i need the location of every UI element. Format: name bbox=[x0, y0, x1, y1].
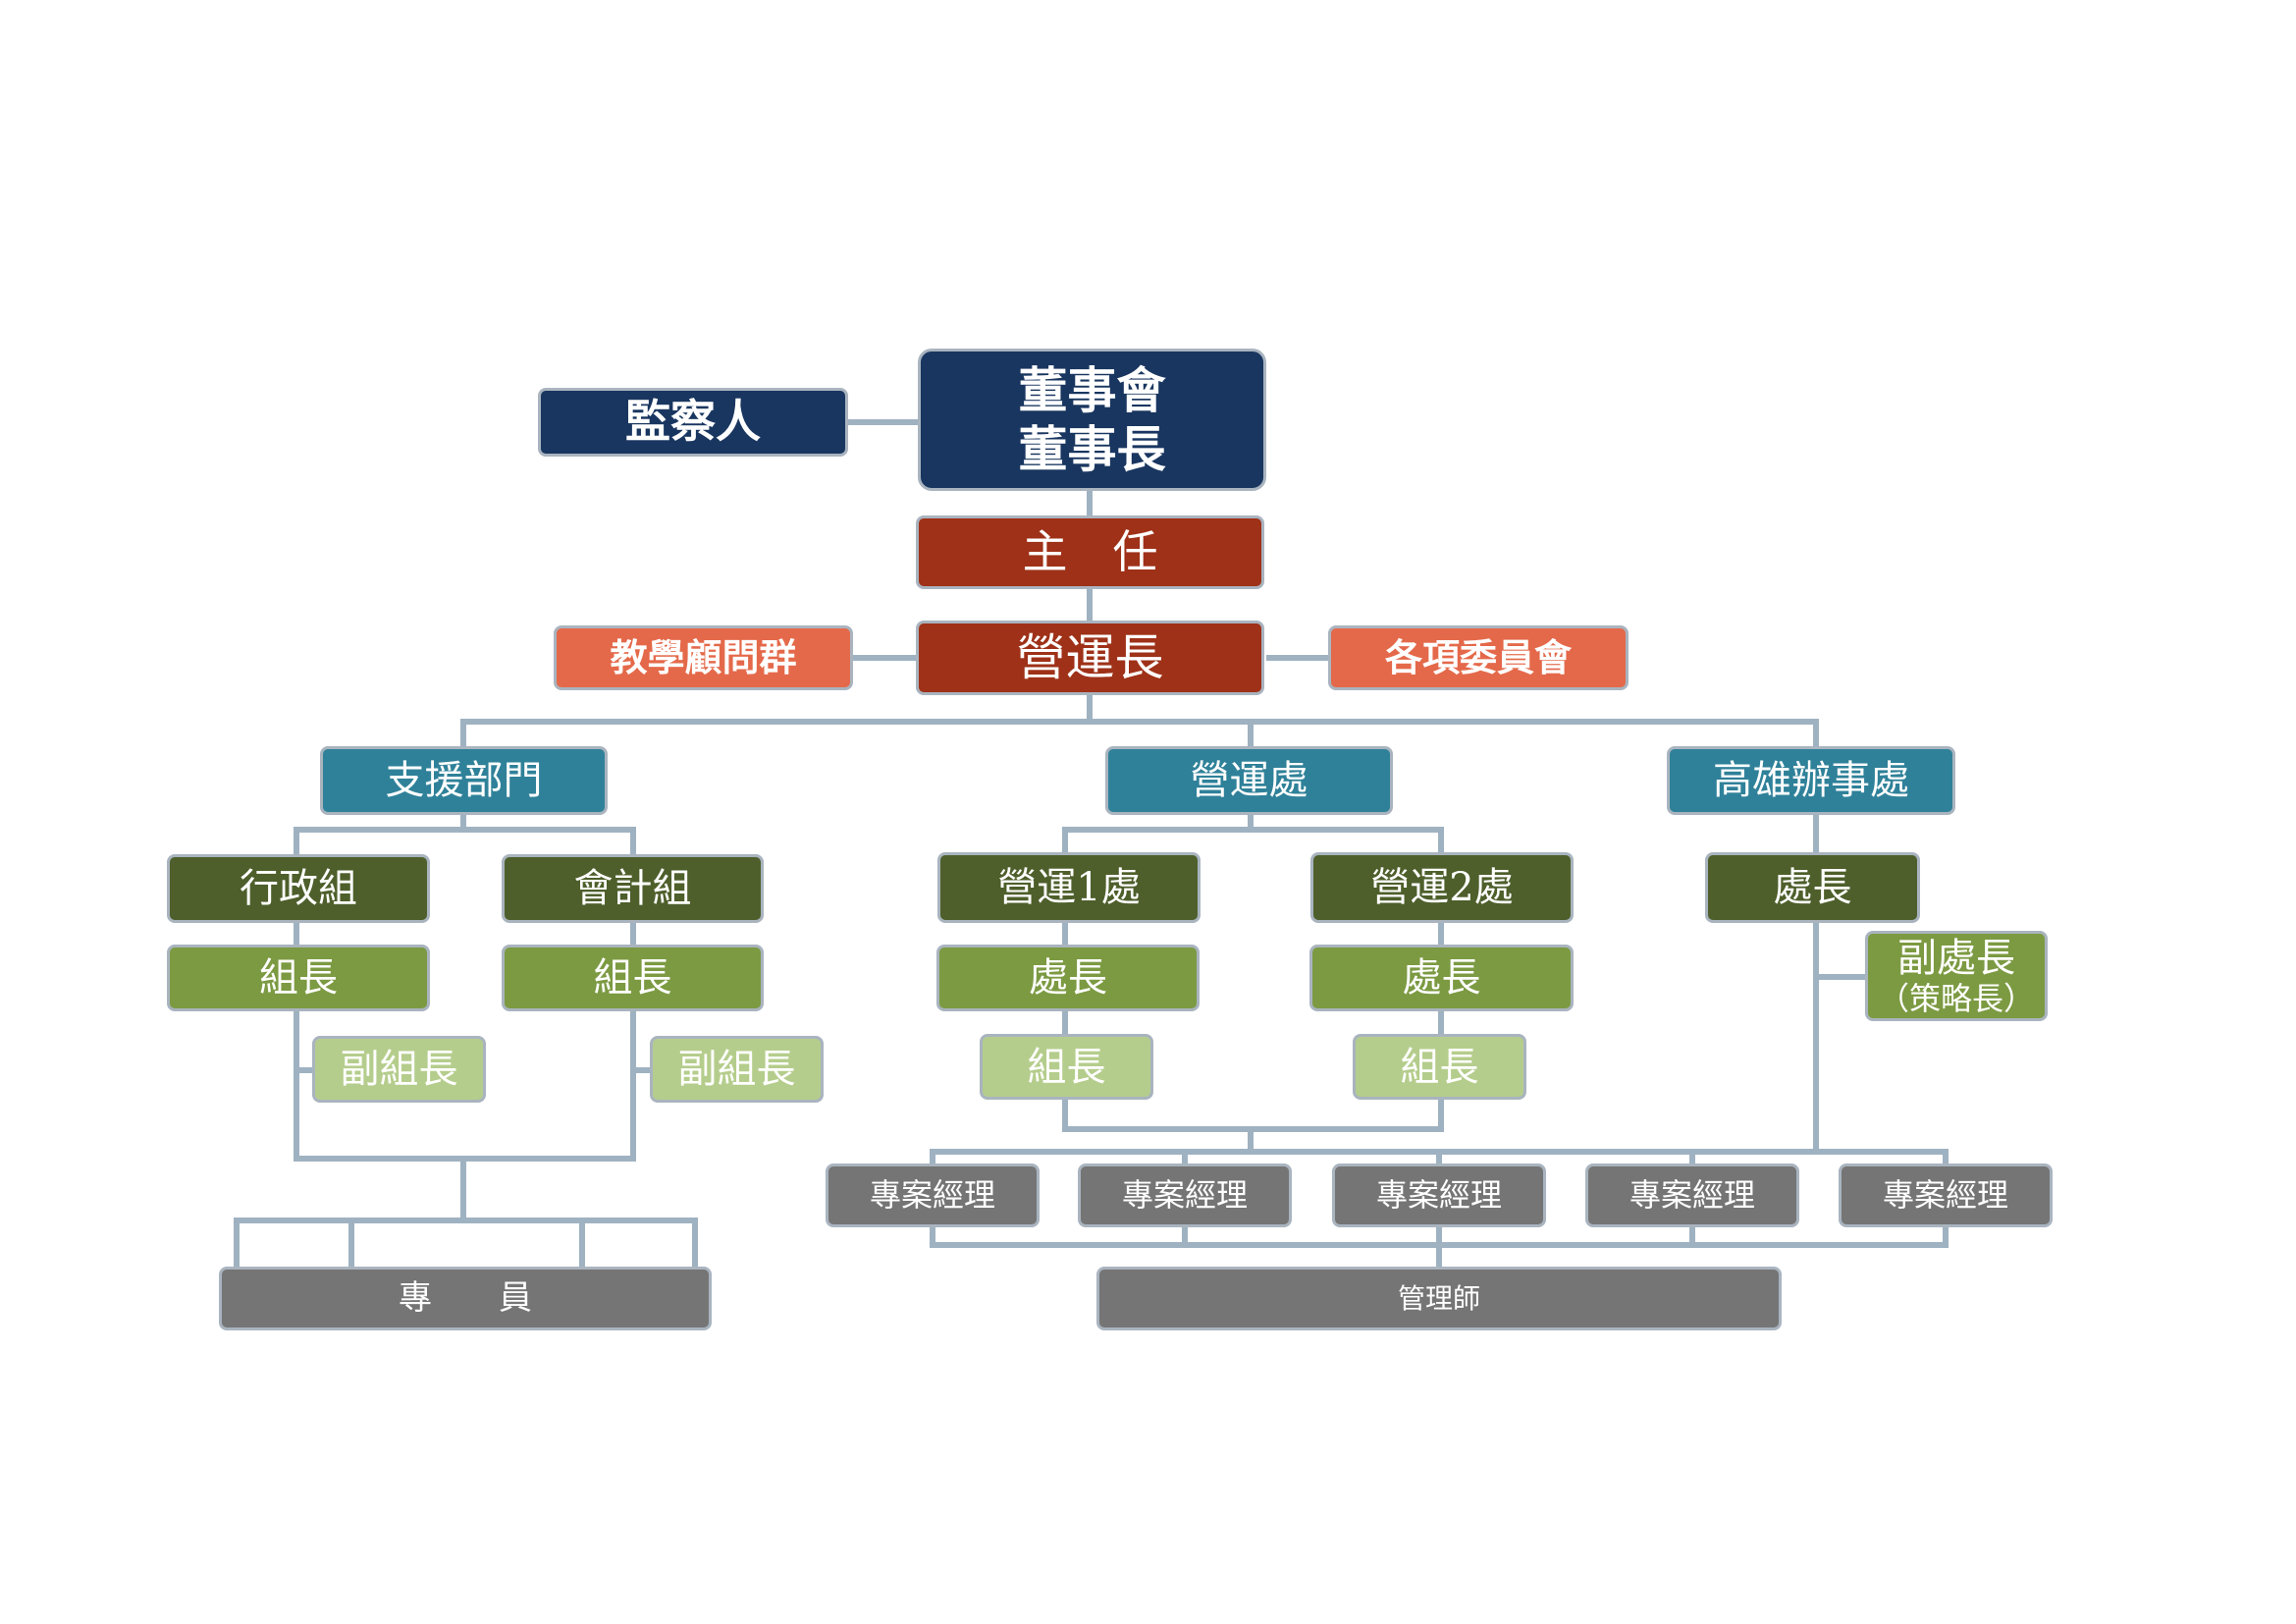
committees-box: 各項委員會 bbox=[1328, 625, 1629, 690]
accounting-section-box: 會計組 bbox=[502, 854, 764, 923]
operations-dept-box: 營運處 bbox=[1105, 746, 1393, 815]
admin-leader-box: 組長 bbox=[167, 945, 430, 1011]
operations-1-box: 營運1處 bbox=[937, 852, 1201, 923]
project-manager-box: 專案經理 bbox=[1585, 1164, 1799, 1227]
board-label: 董事會 bbox=[1018, 360, 1166, 419]
accounting-leader-box: 組長 bbox=[502, 945, 764, 1011]
chairman-label: 董事長 bbox=[1018, 419, 1166, 478]
operations-2-box: 營運2處 bbox=[1310, 852, 1574, 923]
operations-1-leader-box: 組長 bbox=[980, 1034, 1153, 1100]
support-dept-box: 支援部門 bbox=[320, 746, 608, 815]
operations-1-head-box: 處長 bbox=[936, 945, 1200, 1011]
strategy-officer-label: （策略長） bbox=[1877, 980, 2035, 1018]
operations-2-leader-box: 組長 bbox=[1353, 1034, 1526, 1100]
kaohsiung-deputy-head-box: 副處長 （策略長） bbox=[1865, 931, 2048, 1021]
admin-deputy-leader-box: 副組長 bbox=[312, 1036, 486, 1103]
project-manager-box: 專案經理 bbox=[826, 1164, 1040, 1227]
project-manager-box: 專案經理 bbox=[1839, 1164, 2053, 1227]
staff-box: 專 員 bbox=[219, 1267, 712, 1330]
director-box: 主 任 bbox=[916, 515, 1264, 589]
coo-box: 營運長 bbox=[916, 621, 1264, 695]
kaohsiung-office-box: 高雄辦事處 bbox=[1667, 746, 1955, 815]
administrators-box: 管理師 bbox=[1096, 1267, 1782, 1330]
project-manager-box: 專案經理 bbox=[1332, 1164, 1546, 1227]
accounting-deputy-leader-box: 副組長 bbox=[650, 1036, 824, 1103]
deputy-head-label: 副處長 bbox=[1897, 936, 2015, 982]
admin-section-box: 行政組 bbox=[167, 854, 430, 923]
project-manager-box: 專案經理 bbox=[1078, 1164, 1292, 1227]
operations-2-head-box: 處長 bbox=[1309, 945, 1574, 1011]
supervisor-box: 監察人 bbox=[538, 388, 848, 457]
board-box: 董事會 董事長 bbox=[918, 349, 1266, 491]
kaohsiung-head-box: 處長 bbox=[1705, 852, 1920, 923]
advisors-box: 教學顧問群 bbox=[554, 625, 853, 690]
